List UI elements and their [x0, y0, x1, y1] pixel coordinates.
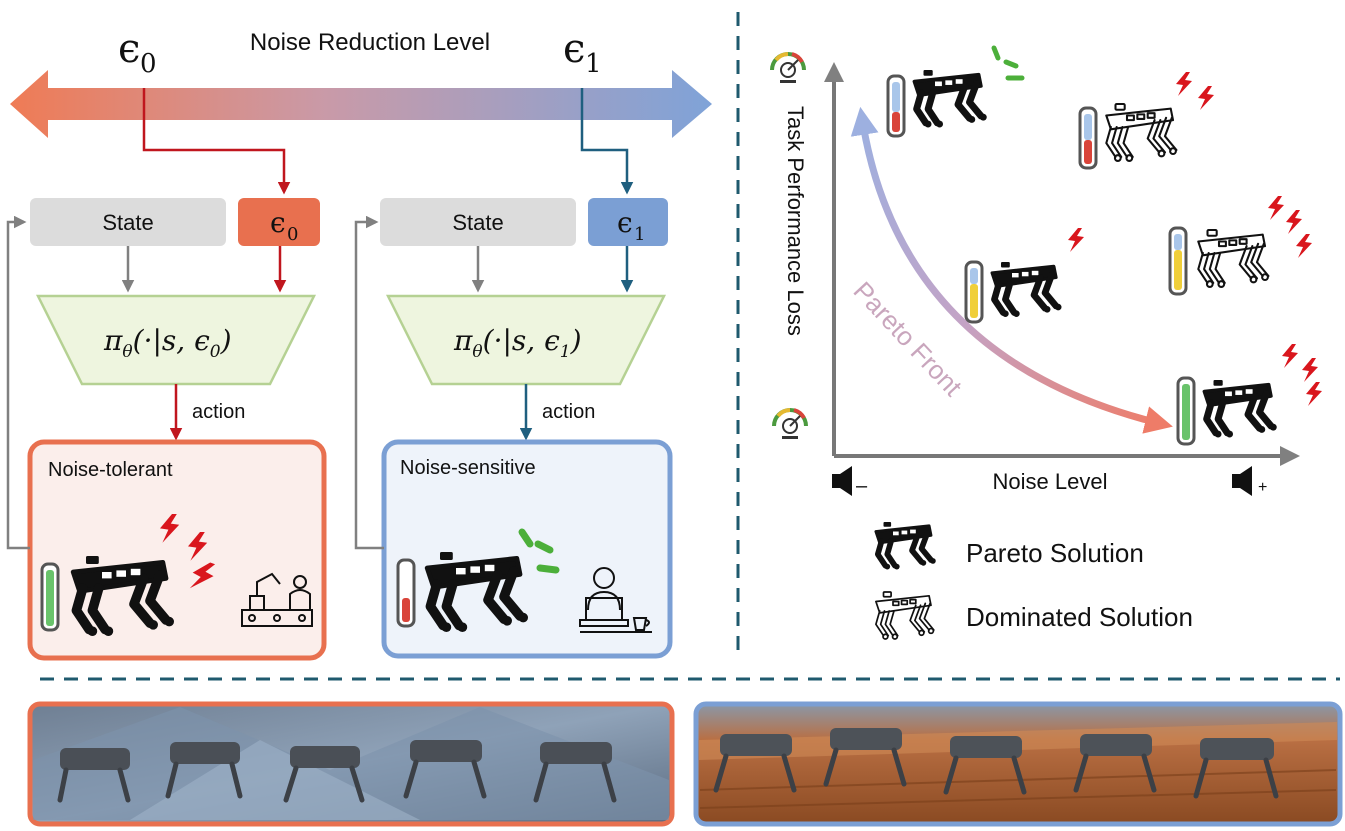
battery-level: [892, 112, 900, 132]
axis-title: Noise Reduction Level: [250, 29, 490, 56]
epsilon-1-connector: [580, 88, 634, 195]
x-axis-label: Noise Level: [993, 469, 1108, 494]
epsilon-1-subscript: 1: [585, 49, 602, 79]
lightning-icon: [1176, 72, 1192, 96]
policy-expr-left: πθ(·|s, ϵ0): [103, 324, 232, 362]
lightning-icon: [1286, 210, 1302, 234]
epsilon-box-left-symbol: ϵ: [270, 206, 286, 239]
speaker-low-icon: [832, 466, 852, 496]
policy-block-right: [385, 294, 667, 386]
lightning-icon: [1282, 344, 1298, 368]
speedometer-high-icon: [770, 52, 806, 85]
action-label-left: action: [192, 401, 245, 423]
speedometer-low-icon: [772, 408, 808, 441]
dominated-solution-dog-icon: [1105, 102, 1178, 162]
speaker-high-sign: +: [1258, 479, 1267, 496]
action-label-right: action: [542, 401, 595, 423]
robot-photo-sequence: [60, 740, 612, 770]
policy-expr-right: πθ(·|s, ϵ1): [453, 324, 582, 362]
quiet-sound-icon: [518, 528, 560, 574]
robot-photo-sequence: [720, 728, 1274, 760]
battery-level: [892, 82, 900, 112]
right-flow: State ϵ 1 πθ(·|s, ϵ1) action Noise-sensi…: [354, 198, 673, 659]
battery-level: [1174, 250, 1182, 290]
pareto-solution-dog-icon: [914, 70, 986, 128]
epsilon-box-right: [588, 198, 668, 246]
photo-noise-sensitive: [693, 701, 1343, 827]
quiet-sound-icon: [991, 45, 1025, 81]
legend: Pareto Solution Dominated Solution: [875, 522, 1193, 640]
epsilon-box-right-sub: 1: [634, 224, 645, 245]
noise-sensitive-title: Noise-sensitive: [400, 457, 536, 479]
battery-level: [970, 284, 978, 318]
state-label-right: State: [452, 210, 503, 235]
feedback-loop-right: [354, 215, 384, 550]
battery-level: [1174, 234, 1182, 250]
pareto-front-curve: [850, 106, 1173, 434]
legend-pareto-label: Pareto Solution: [966, 538, 1144, 568]
battery-level: [1084, 140, 1092, 164]
left-flow: State ϵ 0 πθ(·|s, ϵ0) action Noise-toler…: [6, 198, 327, 661]
lightning-icon: [1306, 382, 1322, 406]
epsilon-box-left: [238, 198, 320, 246]
factory-worker-icon: [241, 572, 313, 627]
photo-noise-tolerant: [27, 701, 675, 827]
lightning-icon: [1068, 228, 1084, 252]
battery-low-level: [402, 598, 410, 622]
epsilon-1-label: ϵ: [563, 26, 585, 72]
robot-photo-legs: [713, 747, 1279, 799]
epsilon-box-left-sub: 0: [287, 224, 298, 245]
epsilon-box-right-symbol: ϵ: [617, 206, 633, 239]
policy-block-left: [35, 294, 317, 386]
state-label-left: State: [102, 210, 153, 235]
lightning-icon: [1268, 196, 1284, 220]
pareto-solution-dog-icon: [992, 262, 1061, 317]
lightning-icon: [1296, 234, 1312, 258]
battery-full-level: [46, 570, 54, 626]
legend-dominated-icon: [875, 591, 935, 640]
pareto-front-label: Pareto Front: [848, 276, 969, 403]
lightning-icon: [1198, 86, 1214, 110]
feedback-loop-left: [6, 215, 30, 550]
legend-pareto-icon: [876, 522, 936, 570]
double-arrow-bar: [10, 70, 712, 138]
speaker-low-sign: –: [856, 475, 868, 497]
noise-tolerant-title: Noise-tolerant: [48, 459, 173, 481]
pareto-solution-dog-icon: [1204, 380, 1276, 438]
epsilon-0-subscript: 0: [140, 49, 157, 79]
office-worker-icon: [579, 567, 652, 633]
robot-photo-legs: [57, 759, 617, 803]
lightning-icon: [1302, 358, 1318, 382]
pareto-plot: Task Performance Loss Noise Level – + Pa…: [770, 45, 1322, 497]
epsilon-0-label: ϵ: [118, 26, 140, 72]
battery-level: [970, 268, 978, 284]
epsilon-0-connector: [142, 88, 291, 195]
noise-reduction-axis: Noise Reduction Level ϵ 0 ϵ 1: [10, 26, 712, 138]
battery-level: [1182, 384, 1190, 440]
speaker-high-icon: [1232, 466, 1252, 496]
battery-level: [1084, 114, 1092, 140]
y-axis-label: Task Performance Loss: [783, 106, 808, 336]
legend-dominated-label: Dominated Solution: [966, 602, 1193, 632]
state-box-left: [30, 198, 226, 246]
state-box-right: [380, 198, 576, 246]
dominated-solution-dog-icon: [1197, 228, 1270, 288]
